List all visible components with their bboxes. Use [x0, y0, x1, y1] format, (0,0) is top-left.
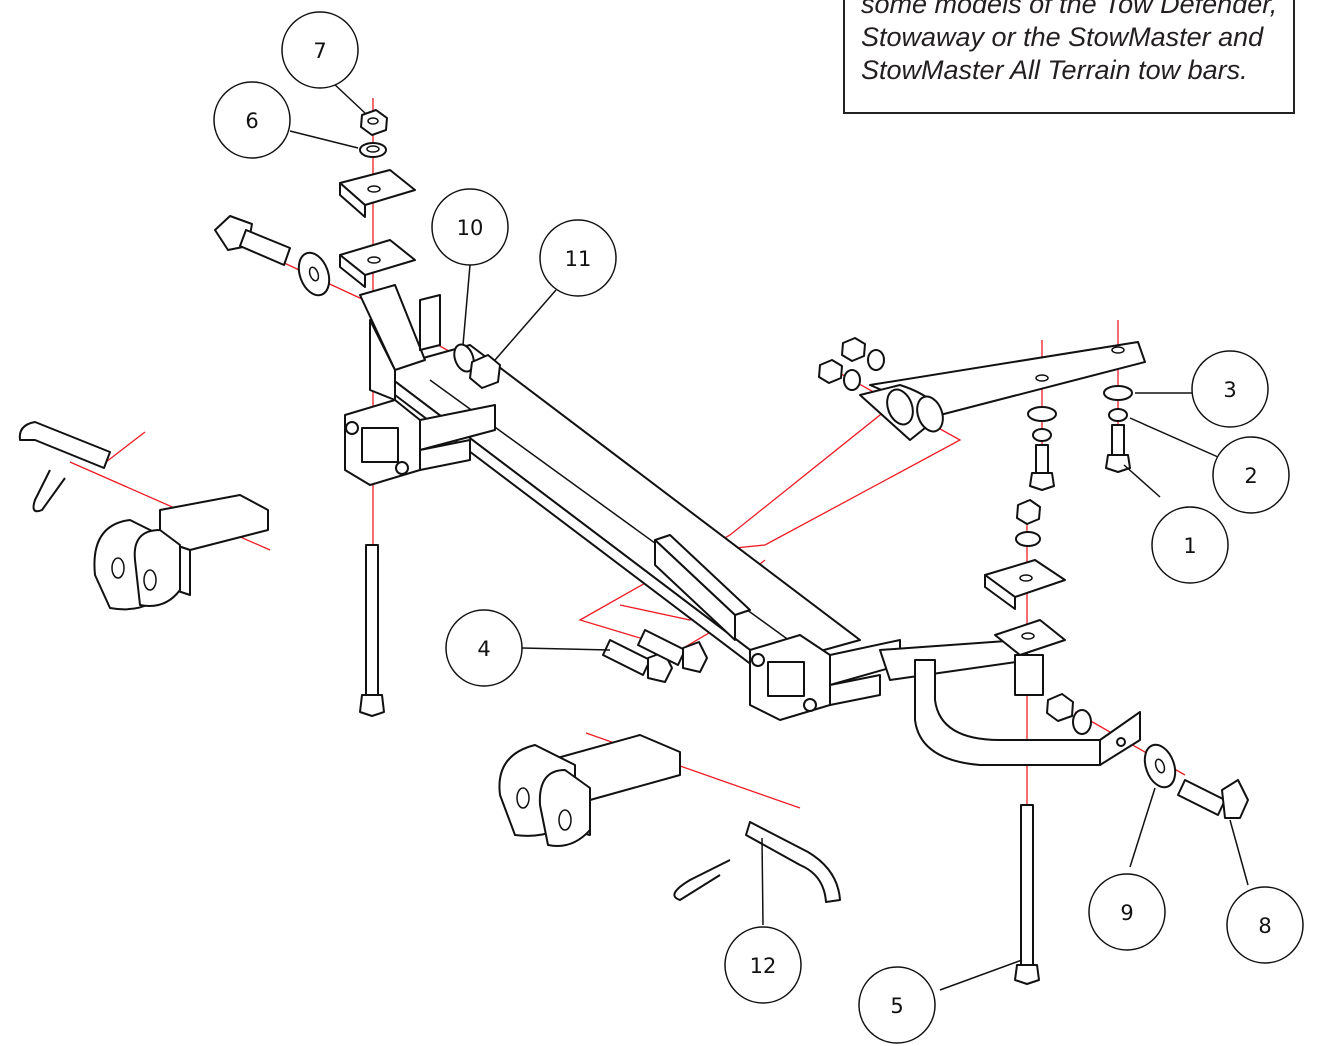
- callout-7: 7: [281, 11, 359, 89]
- note-line-3: Stowaway or the StowMaster and: [861, 22, 1264, 52]
- svg-text:7: 7: [313, 39, 326, 63]
- svg-text:10: 10: [457, 216, 484, 240]
- callout-leaders: [289, 81, 1249, 991]
- svg-text:8: 8: [1258, 914, 1271, 938]
- left-adapter: [18, 421, 269, 611]
- right-strap-assembly: [818, 337, 1146, 491]
- callout-12: 12: [724, 926, 802, 1004]
- note-box: some models of the Tow Defender, Stowawa…: [843, 0, 1295, 114]
- callout-11: 11: [539, 219, 617, 297]
- lower-adapter: [498, 734, 841, 903]
- note-line-2: some models of the Tow Defender,: [861, 0, 1278, 19]
- svg-text:12: 12: [750, 954, 777, 978]
- callout-3: 3: [1191, 350, 1269, 428]
- svg-text:1: 1: [1183, 534, 1196, 558]
- svg-text:2: 2: [1244, 464, 1257, 488]
- callout-5: 5: [858, 966, 936, 1044]
- callout-9: 9: [1088, 873, 1166, 951]
- svg-text:4: 4: [477, 637, 490, 661]
- svg-text:3: 3: [1223, 378, 1236, 402]
- callout-10: 10: [431, 188, 509, 266]
- callout-4: 4: [445, 609, 523, 687]
- callout-2: 2: [1212, 436, 1290, 514]
- hitch-crossbar: [344, 284, 1141, 766]
- callout-circles: 1 2 3 4 5 6 7 8: [213, 11, 1304, 1044]
- left-fastener-stack: [214, 109, 501, 717]
- center-bolts: [602, 629, 708, 683]
- svg-text:5: 5: [890, 994, 903, 1018]
- svg-text:11: 11: [565, 247, 592, 271]
- right-fastener-stack: [984, 499, 1249, 985]
- callout-6: 6: [213, 81, 291, 159]
- svg-text:9: 9: [1120, 901, 1133, 925]
- callout-1: 1: [1151, 506, 1229, 584]
- svg-text:6: 6: [245, 109, 258, 133]
- note-line-4: StowMaster All Terrain tow bars.: [861, 55, 1248, 85]
- callout-8: 8: [1226, 886, 1304, 964]
